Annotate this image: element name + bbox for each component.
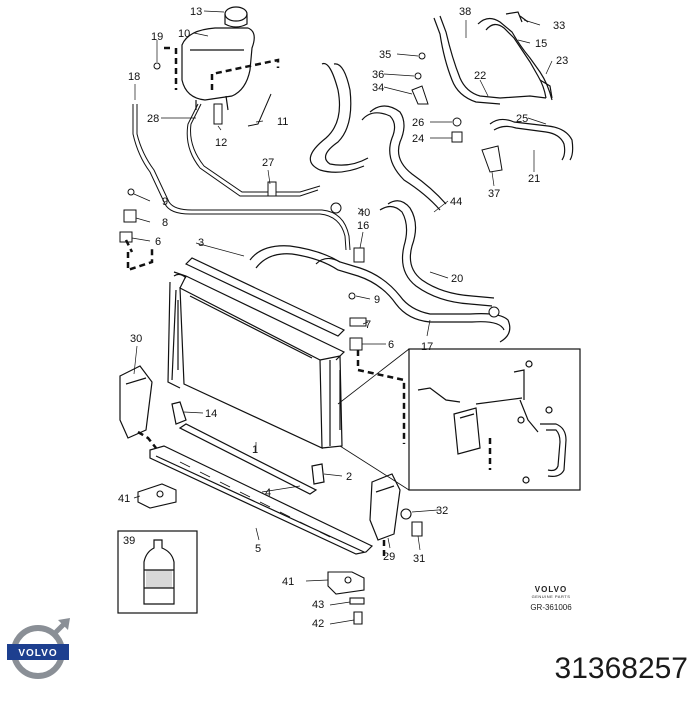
- label-13: 13: [190, 6, 202, 18]
- coolant-bottle-box: [117, 530, 198, 614]
- label-36: 36: [372, 69, 384, 81]
- label-22: 22: [474, 70, 486, 82]
- label-44: 44: [450, 196, 462, 208]
- label-34: 34: [372, 82, 384, 94]
- label-9-upper: 9: [162, 196, 168, 208]
- label-9-mid: 9: [374, 294, 380, 306]
- label-41-left: 41: [118, 493, 130, 505]
- label-11: 11: [277, 116, 288, 128]
- label-3: 3: [198, 237, 204, 249]
- label-43: 43: [312, 599, 324, 611]
- hoses-left: [132, 93, 351, 251]
- leader-lines: [131, 10, 553, 625]
- label-10: 10: [178, 28, 190, 40]
- brand-block: VOLVO GENUINE PARTS GR-361006: [516, 585, 586, 612]
- upper-hoses: [249, 62, 511, 343]
- label-29: 29: [383, 551, 395, 563]
- side-brackets: [119, 365, 401, 541]
- label-18: 18: [128, 71, 140, 83]
- label-23: 23: [556, 55, 568, 67]
- label-12: 12: [215, 137, 227, 149]
- label-1: 1: [252, 444, 258, 456]
- label-6-upper: 6: [155, 236, 161, 248]
- label-27: 27: [262, 157, 274, 169]
- label-6-mid: 6: [388, 339, 394, 351]
- part-number: 31368257: [554, 652, 688, 685]
- label-4: 4: [265, 487, 271, 499]
- label-41-bottom: 41: [282, 576, 294, 588]
- label-42: 42: [312, 618, 324, 630]
- diagram-reference-code: GR-361006: [530, 603, 572, 612]
- label-25: 25: [516, 113, 528, 125]
- label-19: 19: [151, 31, 163, 43]
- label-37: 37: [488, 188, 500, 200]
- label-14: 14: [205, 408, 217, 420]
- brand-name: VOLVO: [534, 585, 568, 594]
- label-5: 5: [255, 543, 261, 555]
- bottom-shield: [149, 445, 374, 555]
- logo-wordmark: VOLVO: [18, 648, 57, 659]
- label-7: 7: [365, 319, 371, 331]
- label-35: 35: [379, 49, 391, 61]
- label-24: 24: [412, 133, 424, 145]
- mounts: [171, 401, 325, 485]
- inset-pointer-lines: [337, 348, 410, 491]
- label-40: 40: [358, 207, 370, 219]
- label-26: 26: [412, 117, 424, 129]
- expansion-tank: [181, 6, 255, 111]
- dashed-connections: [124, 239, 492, 560]
- label-39: 39: [123, 535, 135, 547]
- label-17: 17: [421, 341, 433, 353]
- volvo-logo-icon: VOLVO: [4, 612, 76, 692]
- brand-subtitle: GENUINE PARTS: [531, 594, 571, 599]
- label-33: 33: [553, 20, 565, 32]
- label-30: 30: [130, 333, 142, 345]
- bottom-hardware: [137, 483, 423, 625]
- label-8: 8: [162, 217, 168, 229]
- lower-strip: [178, 423, 318, 495]
- label-21: 21: [528, 173, 540, 185]
- hardware: [119, 52, 503, 351]
- label-28: 28: [147, 113, 159, 125]
- radiator: [167, 271, 346, 449]
- label-16: 16: [357, 220, 369, 232]
- inset-cooler-box: [408, 348, 581, 491]
- label-38: 38: [459, 6, 471, 18]
- part-labels: 13 10 19 18 28 12 11 27 9 8 6 3 38 33 15…: [118, 6, 568, 630]
- label-31: 31: [413, 553, 425, 565]
- label-20: 20: [451, 273, 463, 285]
- label-15: 15: [535, 38, 547, 50]
- upper-rail: [184, 257, 346, 337]
- label-2: 2: [346, 471, 352, 483]
- reservoir-dashes: [164, 46, 280, 90]
- label-32: 32: [436, 505, 448, 517]
